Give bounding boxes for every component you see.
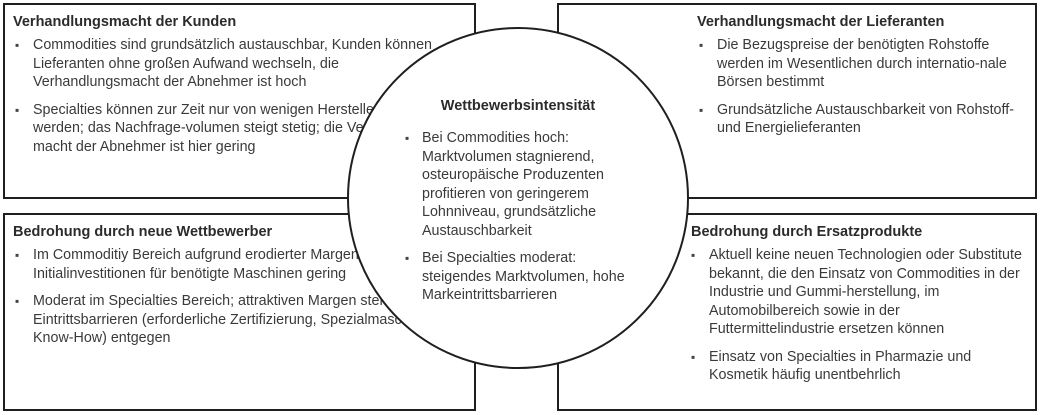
- bullet-list: Commodities sind grundsätzlich austausch…: [13, 36, 466, 156]
- bullet-item: Die Bezugspreise der benötigten Rohstoff…: [697, 36, 1027, 92]
- bullet-item: Einsatz von Specialties in Pharmazie und…: [691, 348, 1027, 385]
- bullet-list: Die Bezugspreise der benötigten Rohstoff…: [697, 36, 1027, 138]
- circle-competitive-rivalry: Wettbewerbsintensität Bei Commodities ho…: [347, 27, 689, 369]
- circle-title: Wettbewerbsintensität: [440, 98, 596, 114]
- bullet-list: Aktuell keine neuen Technologien oder Su…: [691, 246, 1027, 385]
- box-title: Verhandlungsmacht der Kunden: [13, 14, 237, 30]
- bullet-item: Grundsätzliche Austauschbarkeit von Rohs…: [697, 101, 1027, 138]
- box-title: Verhandlungsmacht der Lieferanten: [697, 14, 945, 30]
- bullet-list: Bei Commodities hoch: Marktvolumen stagn…: [405, 129, 645, 305]
- bullet-item: Bei Commodities hoch: Marktvolumen stagn…: [405, 129, 645, 240]
- bullet-item: Commodities sind grundsätzlich austausch…: [13, 36, 466, 92]
- bullet-item: Bei Specialties moderat: steigendes Mark…: [405, 249, 645, 305]
- box-threat-new-entrants: Bedrohung durch neue Wettbewerber Im Com…: [3, 213, 476, 411]
- bullet-item: Specialties können zur Zeit nur von weni…: [13, 101, 466, 157]
- bullet-item: Aktuell keine neuen Technologien oder Su…: [691, 246, 1027, 339]
- bullet-list: Im Commoditiy Bereich aufgrund erodierte…: [13, 246, 466, 348]
- bullet-item: Moderat im Specialties Bereich; attrakti…: [13, 292, 466, 348]
- box-title: Bedrohung durch neue Wettbewerber: [13, 224, 273, 240]
- bullet-item: Im Commoditiy Bereich aufgrund erodierte…: [13, 246, 466, 283]
- box-title: Bedrohung durch Ersatzprodukte: [691, 224, 923, 240]
